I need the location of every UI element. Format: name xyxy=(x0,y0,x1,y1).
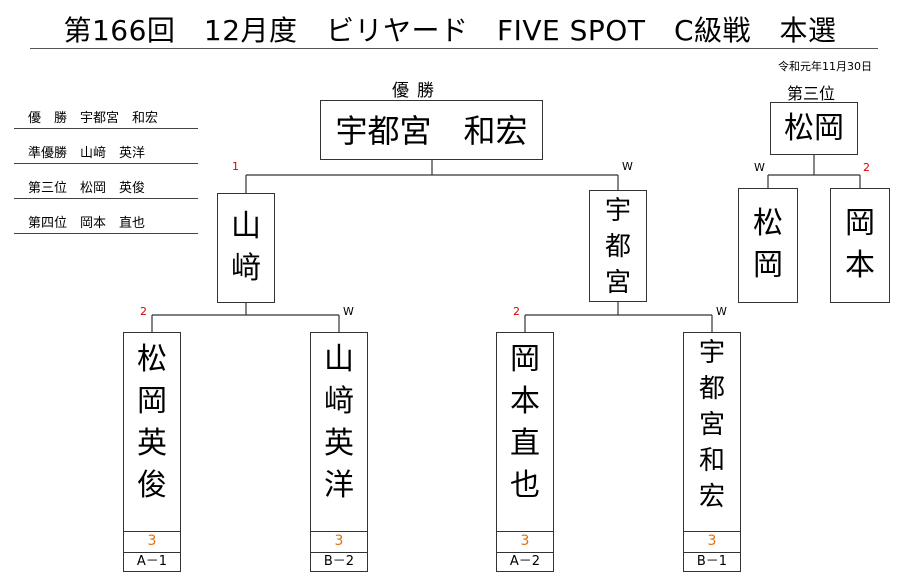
round1-player-4: 宇 都 宮 和 宏 3 B－1 xyxy=(683,332,741,572)
round1-player-1: 松 岡 英 俊 3 A－1 xyxy=(123,332,181,572)
score: 3 xyxy=(684,531,740,552)
summary-rank: 優 勝 xyxy=(28,111,68,126)
summary-name: 宇都宮 和宏 xyxy=(80,111,159,126)
player-name: 松 岡 英 俊 xyxy=(137,342,167,503)
player-name: 山 﨑 英 洋 xyxy=(324,342,354,503)
final-right-player: 宇 都 宮 xyxy=(589,190,647,302)
summary-rank: 第四位 xyxy=(28,216,68,231)
third-place-player-1: 松 岡 xyxy=(738,188,798,303)
final-left-player: 山 﨑 xyxy=(217,193,275,303)
champion-caption: 優勝 xyxy=(392,81,442,101)
score: 3 xyxy=(311,531,367,552)
third-place-winner-box: 松岡 xyxy=(770,102,858,155)
round1-mark-1: 2 xyxy=(140,305,147,318)
summary-row-4: 第四位 岡本 直也 xyxy=(14,215,198,234)
third-place-caption: 第三位 xyxy=(787,84,836,103)
champion-box: 宇都宮 和宏 xyxy=(320,100,543,160)
seed-label: A－2 xyxy=(497,552,553,570)
seed-label: A－1 xyxy=(124,552,180,570)
final-left-mark: 1 xyxy=(232,160,239,173)
score: 3 xyxy=(497,531,553,552)
summary-row-3: 第三位 松岡 英俊 xyxy=(14,180,198,199)
summary-row-1: 優 勝 宇都宮 和宏 xyxy=(14,110,198,129)
player-name: 宇 都 宮 和 宏 xyxy=(698,338,725,512)
summary-name: 松岡 英俊 xyxy=(80,181,146,196)
player-name: 岡 本 直 也 xyxy=(510,342,540,503)
summary-name: 岡本 直也 xyxy=(80,216,146,231)
summary-rank: 準優勝 xyxy=(28,146,68,161)
page-title: 第166回 12月度 ビリヤード FIVE SPOT C級戦 本選 xyxy=(63,14,837,47)
summary-row-2: 準優勝 山﨑 英洋 xyxy=(14,145,198,164)
final-right-mark: W xyxy=(622,160,633,173)
third-place-mark-2: 2 xyxy=(863,161,870,174)
summary-rank: 第三位 xyxy=(28,181,68,196)
seed-label: B－2 xyxy=(311,552,367,570)
round1-mark-3: 2 xyxy=(513,305,520,318)
third-place-player-2: 岡 本 xyxy=(830,188,890,303)
event-date: 令和元年11月30日 xyxy=(778,60,872,73)
round1-player-3: 岡 本 直 也 3 A－2 xyxy=(496,332,554,572)
round1-player-2: 山 﨑 英 洋 3 B－2 xyxy=(310,332,368,572)
title-underline xyxy=(30,48,878,49)
summary-name: 山﨑 英洋 xyxy=(80,146,146,161)
score: 3 xyxy=(124,531,180,552)
third-place-mark-1: W xyxy=(754,161,765,174)
seed-label: B－1 xyxy=(684,552,740,570)
round1-mark-4: W xyxy=(716,305,727,318)
round1-mark-2: W xyxy=(343,305,354,318)
